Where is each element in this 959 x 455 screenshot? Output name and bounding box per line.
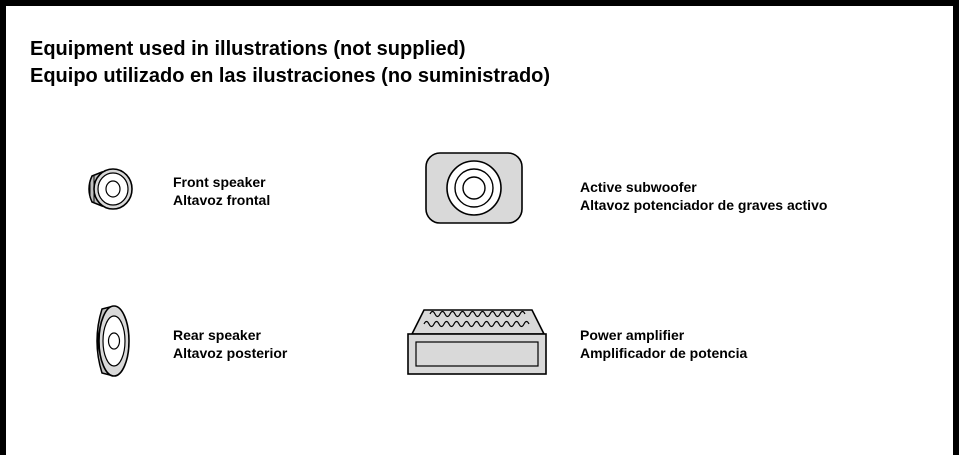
rear-speaker-label-en: Rear speaker [173, 327, 261, 343]
active-subwoofer-label: Active subwoofer Altavoz potenciador de … [580, 178, 827, 214]
title-english: Equipment used in illustrations (not sup… [30, 38, 466, 60]
rear-speaker-label: Rear speaker Altavoz posterior [173, 326, 287, 362]
rear-speaker-icon [96, 305, 130, 377]
front-speaker-label-en: Front speaker [173, 174, 266, 190]
power-amplifier-label-es: Amplificador de potencia [580, 345, 748, 361]
front-speaker-icon [88, 168, 133, 210]
power-amplifier-label-en: Power amplifier [580, 327, 685, 343]
rear-speaker-label-es: Altavoz posterior [173, 345, 288, 361]
power-amplifier-label: Power amplifier Amplificador de potencia [580, 326, 747, 362]
front-speaker-label: Front speaker Altavoz frontal [173, 173, 270, 209]
front-speaker-label-es: Altavoz frontal [173, 192, 271, 208]
active-subwoofer-icon [425, 152, 523, 224]
page-title: Equipment used in illustrations (not sup… [30, 36, 550, 90]
title-spanish: Equipo utilizado en las ilustraciones (n… [30, 65, 551, 87]
active-subwoofer-label-en: Active subwoofer [580, 179, 697, 195]
active-subwoofer-label-es: Altavoz potenciador de graves activo [580, 197, 828, 213]
power-amplifier-icon [407, 309, 547, 375]
